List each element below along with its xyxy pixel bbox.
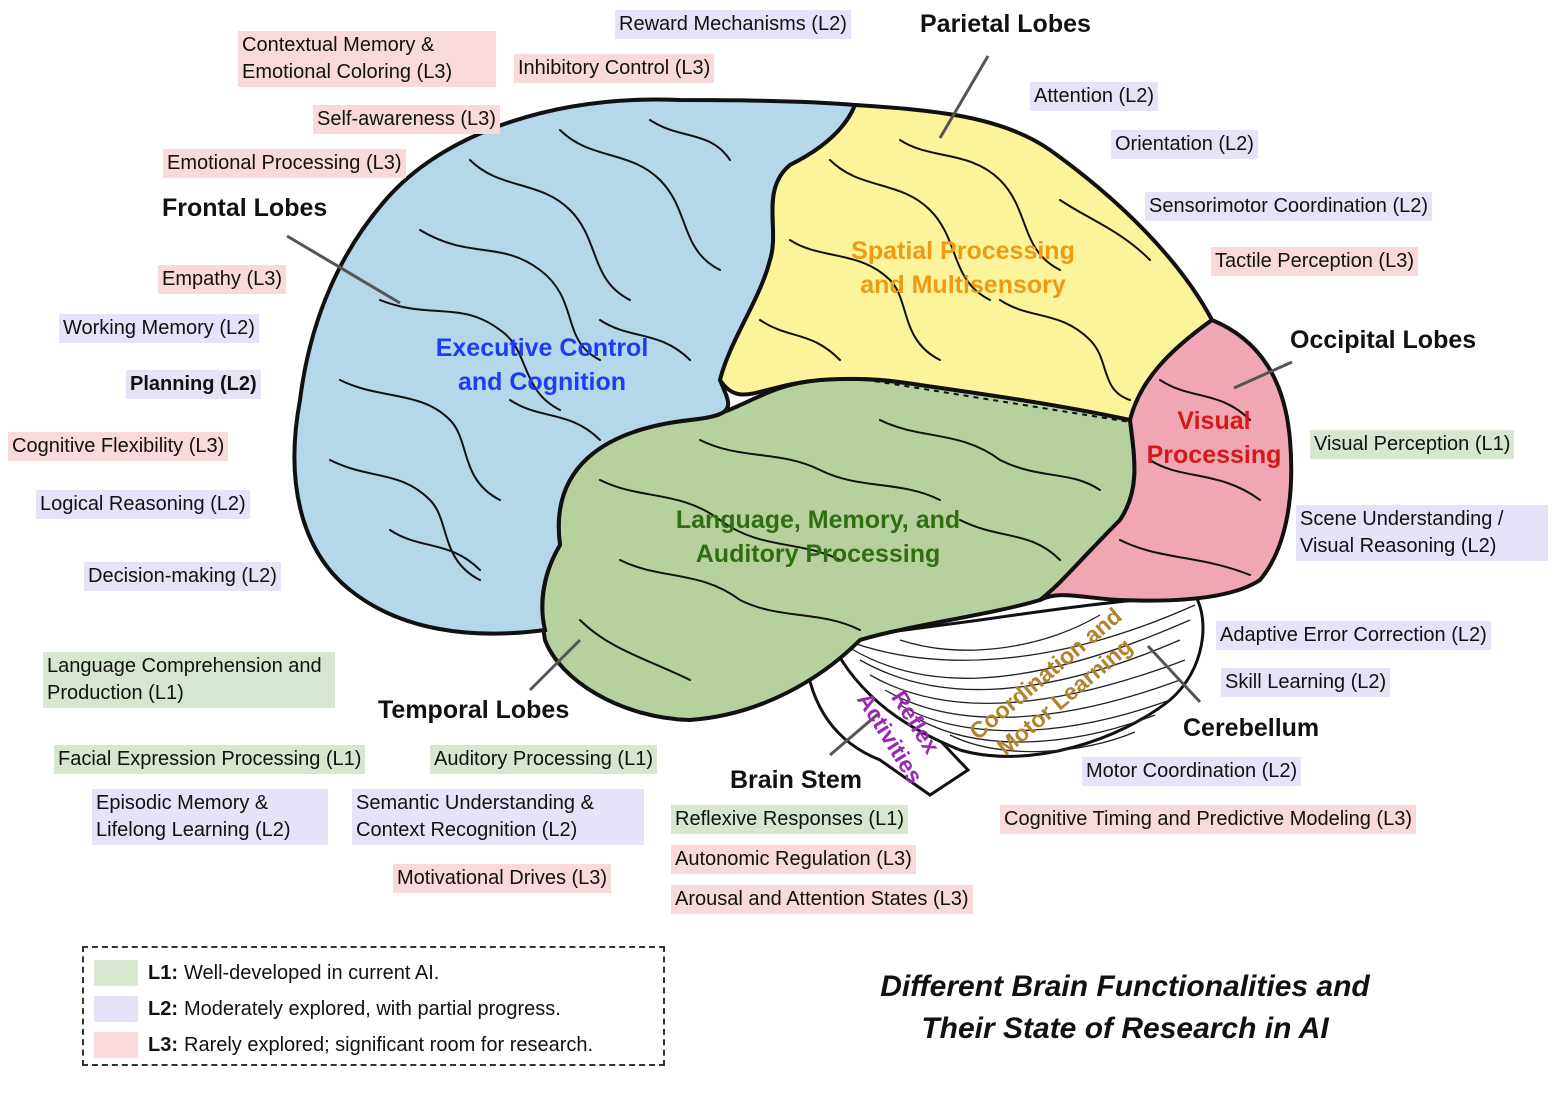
- occipital-pointer: [1233, 360, 1293, 390]
- lobe-parietal: Parietal Lobes: [920, 10, 1091, 38]
- legend-level-l3: L3:: [148, 1033, 178, 1056]
- legend-text-l2: Moderately explored, with partial progre…: [184, 997, 561, 1020]
- legend-swatch-l3: [94, 1032, 138, 1058]
- lobe-frontal: Frontal Lobes: [162, 194, 328, 222]
- tag-empathy: Empathy (L3): [158, 265, 287, 294]
- tag-semantic-understanding: Semantic Understanding & Context Recogni…: [352, 789, 644, 845]
- legend-row-l3: L3: Rarely explored; significant room fo…: [94, 1032, 593, 1058]
- frontal-lobe-shape: [292, 97, 858, 636]
- title-line-1: Different Brain Functionalities and: [880, 970, 1370, 1003]
- tag-inhibitory-control: Inhibitory Control (L3): [514, 54, 715, 83]
- tag-cognitive-flexibility: Cognitive Flexibility (L3): [8, 432, 229, 461]
- tag-adaptive-error-correction: Adaptive Error Correction (L2): [1216, 621, 1491, 650]
- tag-orientation: Orientation (L2): [1111, 130, 1258, 159]
- legend-row-l2: L2: Moderately explored, with partial pr…: [94, 996, 561, 1022]
- title-line-2: Their State of Research in AI: [921, 1012, 1329, 1045]
- brain-stem-pointer: [829, 712, 879, 757]
- tag-logical-reasoning: Logical Reasoning (L2): [36, 490, 250, 519]
- tag-attention: Attention (L2): [1030, 82, 1159, 111]
- tag-reward-mechanisms: Reward Mechanisms (L2): [615, 10, 851, 39]
- lobe-temporal: Temporal Lobes: [378, 696, 570, 724]
- tag-sensorimotor: Sensorimotor Coordination (L2): [1145, 192, 1433, 221]
- tag-autonomic-regulation: Autonomic Regulation (L3): [671, 845, 916, 874]
- parietal-lobe-shape: [717, 102, 1215, 423]
- tag-skill-learning: Skill Learning (L2): [1221, 668, 1391, 697]
- occipital-lobe-shape: [1038, 317, 1294, 603]
- tag-motor-coordination: Motor Coordination (L2): [1082, 757, 1302, 786]
- diagram-title: Different Brain Functionalities and Thei…: [820, 966, 1430, 1050]
- legend-level-l2: L2:: [148, 997, 178, 1020]
- legend-level-l1: L1:: [148, 961, 178, 984]
- lobe-occipital: Occipital Lobes: [1290, 326, 1477, 354]
- tag-decision-making: Decision-making (L2): [84, 562, 281, 591]
- tag-tactile-perception: Tactile Perception (L3): [1211, 247, 1418, 276]
- tag-contextual-memory: Contextual Memory & Emotional Coloring (…: [238, 31, 496, 87]
- tag-visual-perception: Visual Perception (L1): [1310, 430, 1515, 459]
- tag-auditory-processing: Auditory Processing (L1): [430, 745, 657, 774]
- tag-reflexive-responses: Reflexive Responses (L1): [671, 805, 908, 834]
- tag-arousal-attention: Arousal and Attention States (L3): [671, 885, 973, 914]
- legend-text-l1: Well-developed in current AI.: [184, 961, 440, 984]
- tag-episodic-memory: Episodic Memory & Lifelong Learning (L2): [92, 789, 328, 845]
- tag-planning: Planning (L2): [126, 370, 261, 399]
- tag-working-memory: Working Memory (L2): [59, 314, 259, 343]
- lobe-brain-stem: Brain Stem: [730, 766, 862, 794]
- cerebellum-pointer: [1146, 644, 1202, 704]
- tag-facial-expression: Facial Expression Processing (L1): [54, 745, 366, 774]
- legend: L1: Well-developed in current AI. L2: Mo…: [82, 946, 665, 1066]
- tag-emotional-processing: Emotional Processing (L3): [163, 149, 406, 178]
- parietal-pointer: [938, 55, 990, 139]
- lobe-cerebellum: Cerebellum: [1183, 714, 1320, 742]
- legend-swatch-l1: [94, 960, 138, 986]
- temporal-pointer: [528, 638, 582, 692]
- tag-language-comprehension: Language Comprehension and Production (L…: [43, 652, 335, 708]
- legend-text-l3: Rarely explored; significant room for re…: [184, 1033, 594, 1056]
- frontal-pointer: [286, 234, 401, 305]
- tag-self-awareness: Self-awareness (L3): [313, 105, 500, 134]
- legend-swatch-l2: [94, 996, 138, 1022]
- tag-motivational-drives: Motivational Drives (L3): [393, 864, 612, 893]
- dashed-boundary: [854, 377, 1131, 423]
- tag-cognitive-timing: Cognitive Timing and Predictive Modeling…: [1000, 805, 1416, 834]
- tag-scene-understanding: Scene Understanding / Visual Reasoning (…: [1296, 505, 1548, 561]
- legend-row-l1: L1: Well-developed in current AI.: [94, 960, 439, 986]
